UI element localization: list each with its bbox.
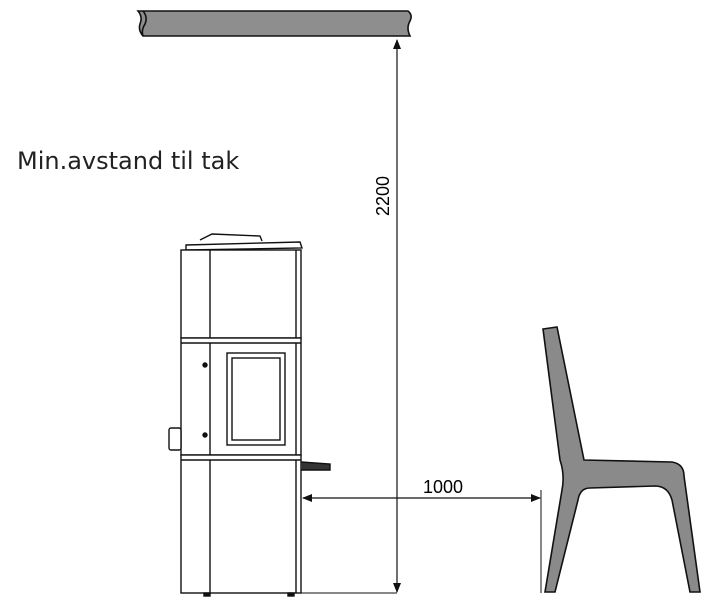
stove-top-knob: [199, 233, 263, 242]
front-distance-value: 1000: [423, 477, 463, 497]
ceiling-slab: [136, 10, 412, 37]
stove-side-handle: [168, 427, 182, 451]
ceiling-height-value: 2200: [373, 176, 393, 216]
stove-lower-section: [180, 454, 302, 594]
stove-side-view: [168, 233, 331, 597]
stove-upper-section: [180, 249, 302, 339]
stove-foot-right: [287, 592, 295, 597]
chair-side-view: [542, 326, 701, 593]
stove-lever: [300, 461, 331, 471]
stove-top-plate: [185, 241, 303, 251]
title-label: Min.avstand til tak: [17, 147, 239, 175]
ceiling-left-break: [141, 10, 147, 37]
stove-foot-left: [203, 592, 211, 597]
